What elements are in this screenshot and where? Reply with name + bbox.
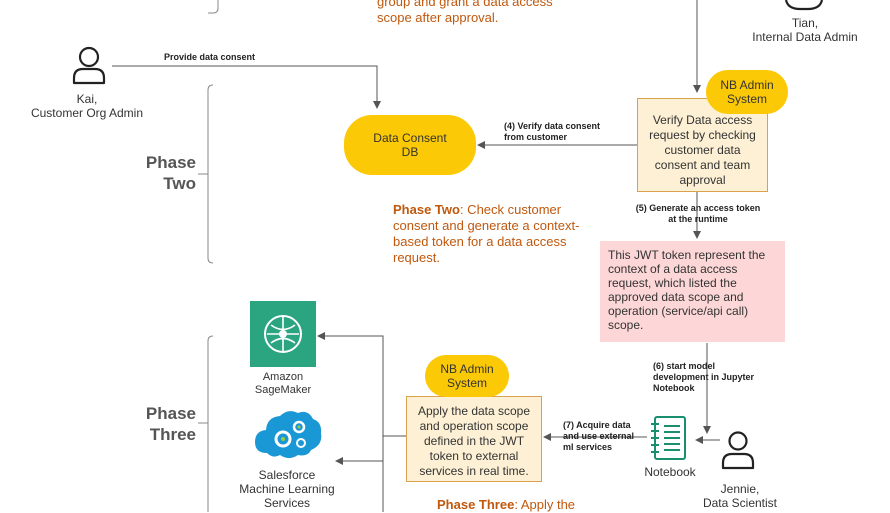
phase-two-note: Phase Two: Check customer consent and ge…: [393, 202, 580, 265]
phase-three-bracket: [207, 335, 214, 512]
phase-one-bracket: [208, 0, 219, 14]
step5-label: (5) Generate an access token at the runt…: [635, 203, 761, 224]
step4-label: (4) Verify data consent from customer: [504, 121, 601, 142]
phase-one-note: group and grant a data access scope afte…: [377, 0, 553, 25]
jennie-caption: Jennie, Data Scientist: [702, 482, 778, 510]
tian-caption: Tian, Internal Data Admin: [752, 16, 858, 44]
provide-consent-label: Provide data consent: [164, 52, 256, 62]
step7-label: (7) Acquire data and use external ml ser…: [563, 420, 635, 452]
arrow-consent-to-db: [112, 65, 381, 109]
kai-caption: Kai, Customer Org Admin: [30, 92, 144, 120]
phase-three-title: Phase Three: [145, 404, 196, 444]
jennie-person-icon: [721, 431, 755, 470]
phase-two-bracket: [207, 84, 214, 264]
apply-scope-box: Apply the data scope and operation scope…: [406, 396, 542, 482]
notebook-icon: [651, 416, 686, 460]
sagemaker-logo: [250, 301, 316, 367]
arrow-apply-to-services: [317, 332, 406, 437]
step6-label: (6) start model development in Jupyter N…: [653, 361, 755, 393]
kai-person-icon: [72, 46, 106, 85]
salesforce-cloud-icon: [255, 411, 322, 458]
tian-person-icon: [784, 0, 824, 11]
notebook-caption: Notebook: [644, 465, 696, 479]
jwt-token-box: This JWT token represent the context of …: [600, 241, 785, 342]
phase-three-note: Phase Three: Apply the: [437, 497, 576, 512]
phase-two-title: Phase Two: [145, 153, 196, 193]
sagemaker-caption: Amazon SageMaker: [254, 371, 312, 396]
salesforce-caption: Salesforce Machine Learning Services: [239, 468, 335, 510]
